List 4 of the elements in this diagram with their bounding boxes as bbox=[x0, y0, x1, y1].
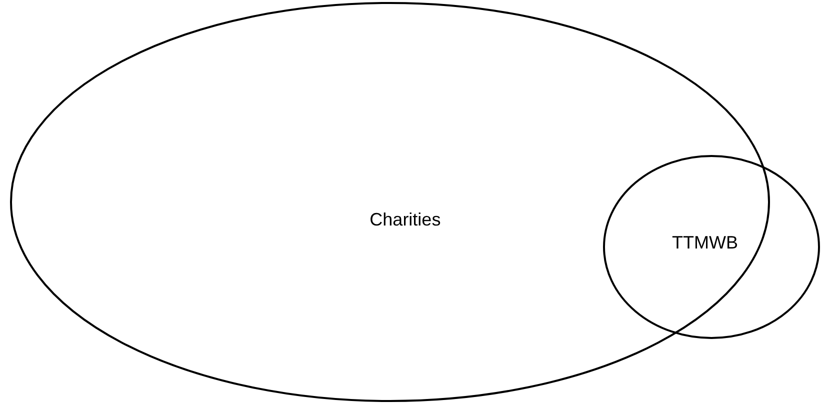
set-label: Charities bbox=[370, 210, 441, 230]
ellipse-set bbox=[603, 155, 820, 339]
set-label: TTMWB bbox=[672, 232, 738, 254]
ellipse-set bbox=[10, 2, 770, 402]
